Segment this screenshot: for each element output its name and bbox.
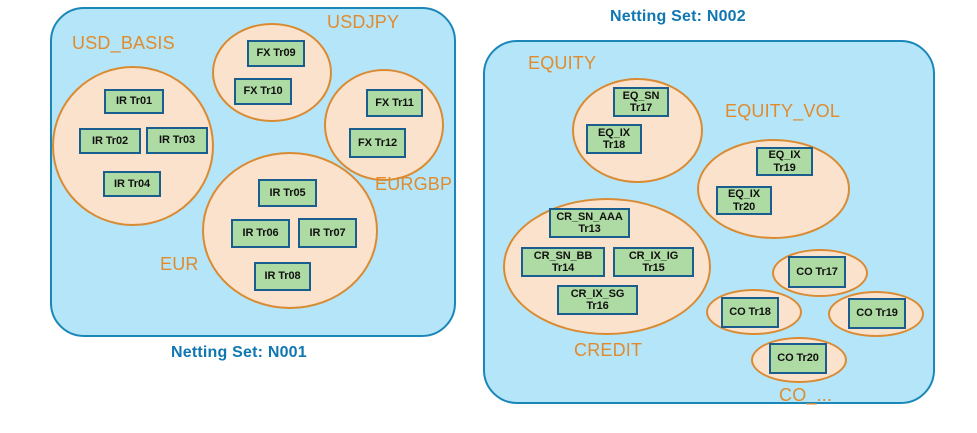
trade-label-line1: EQ_SN [622,89,660,102]
trade-label-line1: CO Tr20 [777,352,819,365]
trade-box[interactable]: EQ_IX Tr18 [586,124,642,154]
trade-box[interactable]: IR Tr01 [104,89,164,114]
trade-label-line1: FX Tr12 [357,136,398,149]
trade-box[interactable]: CO Tr18 [721,297,779,328]
trade-box[interactable]: CO Tr17 [788,256,846,288]
trade-label-line1: FX Tr11 [375,96,414,109]
trade-label-line1: IR Tr07 [309,226,346,239]
trade-box[interactable]: IR Tr08 [254,262,311,291]
trade-label-line1: IR Tr04 [114,177,150,190]
trade-label-line1: EQ_IX [768,149,801,162]
trade-box[interactable]: IR Tr04 [103,171,161,197]
trade-label-line1: FX Tr10 [243,85,283,98]
risk-group-label-credit: CREDIT [574,340,643,360]
trade-label-line2: Tr13 [578,223,601,235]
trade-box[interactable]: EQ_SN Tr17 [613,87,669,117]
trade-box[interactable]: CR_IX_IG Tr15 [613,247,694,277]
trade-box[interactable]: CR_IX_SG Tr16 [557,285,638,315]
trade-label-line1: IR Tr02 [92,134,128,147]
trade-label-line2: Tr18 [602,139,626,151]
risk-group-label-equity-vol: EQUITY_VOL [725,101,841,121]
trade-box[interactable]: IR Tr05 [258,179,317,207]
risk-group-label-eurgbp: EURGBP [375,174,453,194]
trade-label-line1: CR_IX_SG [570,287,625,300]
trade-label-line1: FX Tr09 [256,47,296,60]
risk-group-ellipse-usdjpy[interactable] [212,23,332,122]
trade-box[interactable]: EQ_IX Tr19 [756,147,813,176]
trade-label-line1: CO Tr18 [729,306,771,319]
trade-label-line1: IR Tr03 [159,134,195,147]
trade-box[interactable]: FX Tr10 [234,78,292,105]
trade-label-line1: CR_SN_BB [533,249,593,262]
trade-label-line2: Tr19 [773,161,796,174]
netting-set-caption-n002: Netting Set: N002 [610,8,746,25]
trade-label-line1: IR Tr01 [116,95,152,108]
risk-group-label-eur: EUR [160,254,199,274]
trade-label-line1: IR Tr06 [242,227,279,240]
risk-group-label-co: CO_... [779,385,833,405]
trade-label-line1: CO Tr17 [796,265,838,278]
trade-label-line1: CO Tr19 [856,307,898,320]
trade-box[interactable]: IR Tr07 [298,218,357,248]
trade-box[interactable]: CO Tr19 [848,298,906,329]
trade-box[interactable]: CR_SN_AAA Tr13 [549,208,630,238]
trade-label-line1: IR Tr05 [269,186,306,199]
trade-label-line1: EQ_IX [728,188,760,201]
trade-label-line1: EQ_IX [598,126,630,139]
trade-label-line1: CR_SN_AAA [556,210,623,223]
trade-label-line2: Tr16 [586,300,609,312]
trade-label-line2: Tr17 [629,102,653,114]
risk-group-label-equity: EQUITY [528,53,597,73]
trade-box[interactable]: FX Tr09 [247,40,305,67]
risk-group-label-usd-basis: USD_BASIS [72,33,175,53]
trade-label-line2: Tr14 [551,262,575,274]
trade-box[interactable]: CR_SN_BB Tr14 [521,247,605,277]
trade-label-line2: Tr15 [642,262,665,274]
risk-group-ellipse-eurgbp[interactable] [324,69,444,181]
risk-group-label-usdjpy: USDJPY [327,12,400,32]
trade-box[interactable]: IR Tr02 [79,128,141,154]
trade-label-line2: Tr20 [732,200,756,213]
netting-set-caption-n001: Netting Set: N001 [171,344,307,361]
trade-box[interactable]: CO Tr20 [769,343,827,374]
trade-box[interactable]: IR Tr06 [231,219,290,248]
trade-box[interactable]: IR Tr03 [146,127,208,154]
trade-label-line1: IR Tr08 [264,270,301,283]
trade-box[interactable]: EQ_IX Tr20 [716,186,772,215]
trade-box[interactable]: FX Tr12 [349,128,406,158]
trade-label-line1: CR_IX_IG [628,249,679,262]
trade-box[interactable]: FX Tr11 [366,89,423,117]
